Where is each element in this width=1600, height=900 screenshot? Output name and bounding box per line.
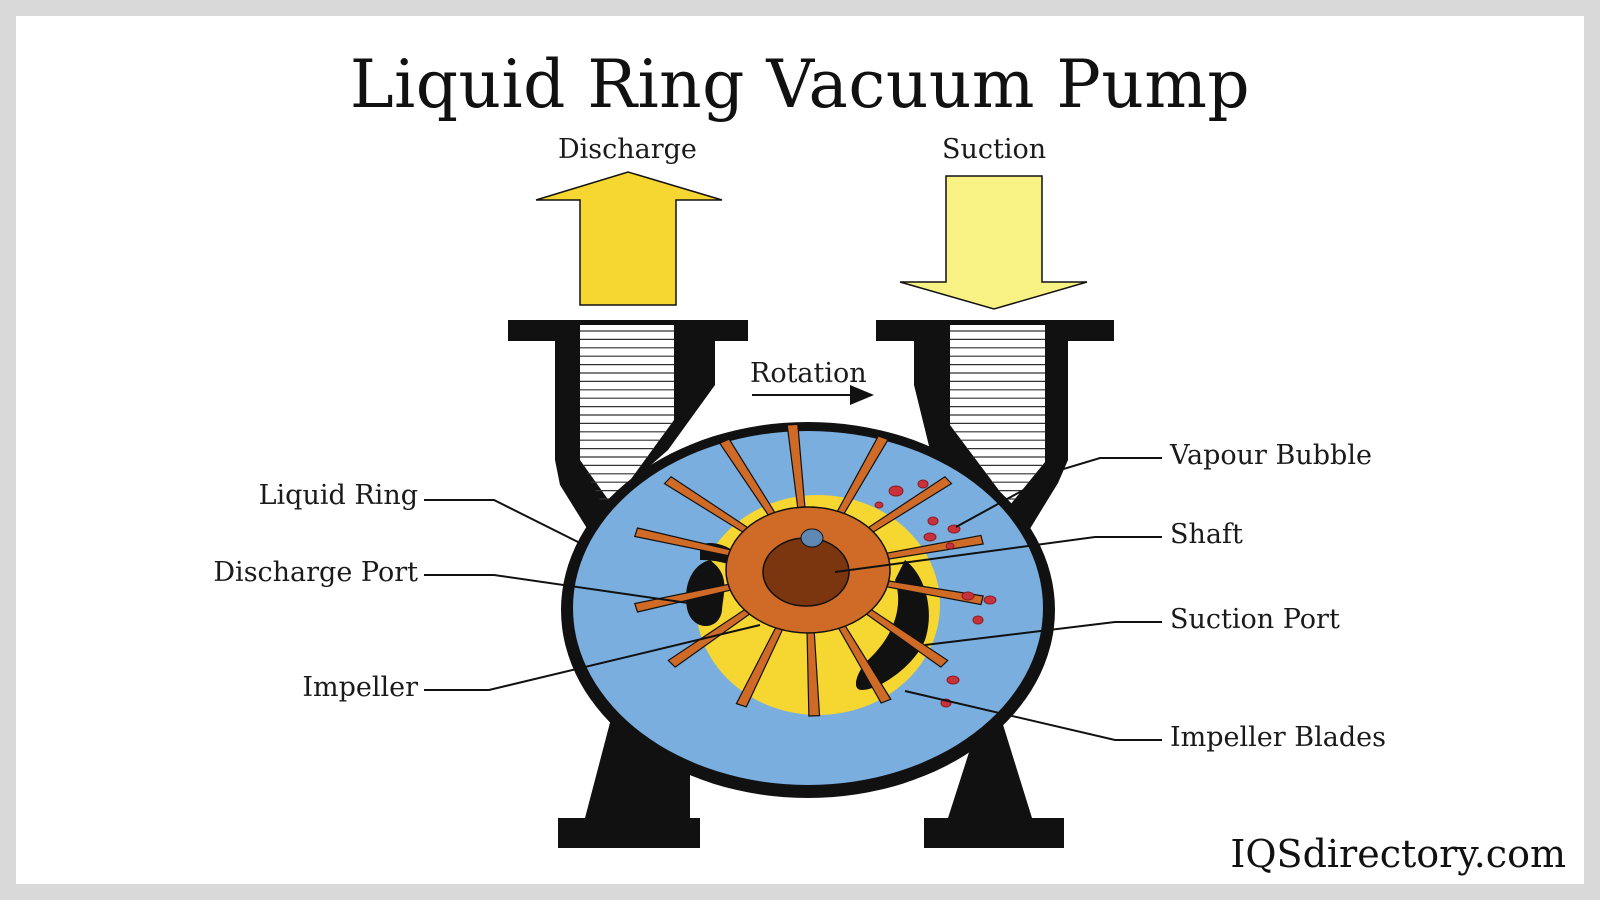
suction-pipe-lines bbox=[950, 330, 1045, 500]
brand-watermark: IQSdirectory.com bbox=[1230, 832, 1566, 876]
leader-lines bbox=[424, 457, 1162, 741]
suction-port bbox=[855, 560, 929, 690]
leader-shaft bbox=[834, 536, 1162, 573]
label-discharge-port: Discharge Port bbox=[213, 557, 418, 588]
label-suction-port: Suction Port bbox=[1170, 604, 1340, 635]
label-shaft: Shaft bbox=[1170, 519, 1243, 550]
leader-suction-port bbox=[924, 621, 1162, 646]
label-vapour-bubble: Vapour Bubble bbox=[1170, 440, 1372, 471]
leader-liquid-ring bbox=[424, 499, 581, 544]
label-liquid-ring: Liquid Ring bbox=[258, 480, 418, 511]
label-impeller-blades: Impeller Blades bbox=[1170, 722, 1386, 753]
label-impeller: Impeller bbox=[302, 672, 418, 703]
shaft-key bbox=[800, 528, 824, 548]
discharge-pipe-lines bbox=[580, 330, 674, 500]
diagram-title: Liquid Ring Vacuum Pump bbox=[349, 46, 1251, 123]
vapour-bubbles bbox=[874, 479, 997, 708]
leader-vapour-bubble bbox=[955, 457, 1162, 528]
leader-discharge-port bbox=[424, 574, 689, 604]
leader-impeller-blades bbox=[904, 690, 1162, 741]
discharge-arrow-label: Discharge bbox=[558, 134, 697, 165]
suction-arrow bbox=[899, 175, 1088, 310]
leader-impeller bbox=[424, 624, 761, 691]
right-foot bbox=[924, 715, 1064, 848]
suction-arrow-label: Suction bbox=[942, 134, 1047, 165]
discharge-arrow bbox=[535, 171, 723, 306]
rotation-label: Rotation bbox=[750, 358, 867, 389]
